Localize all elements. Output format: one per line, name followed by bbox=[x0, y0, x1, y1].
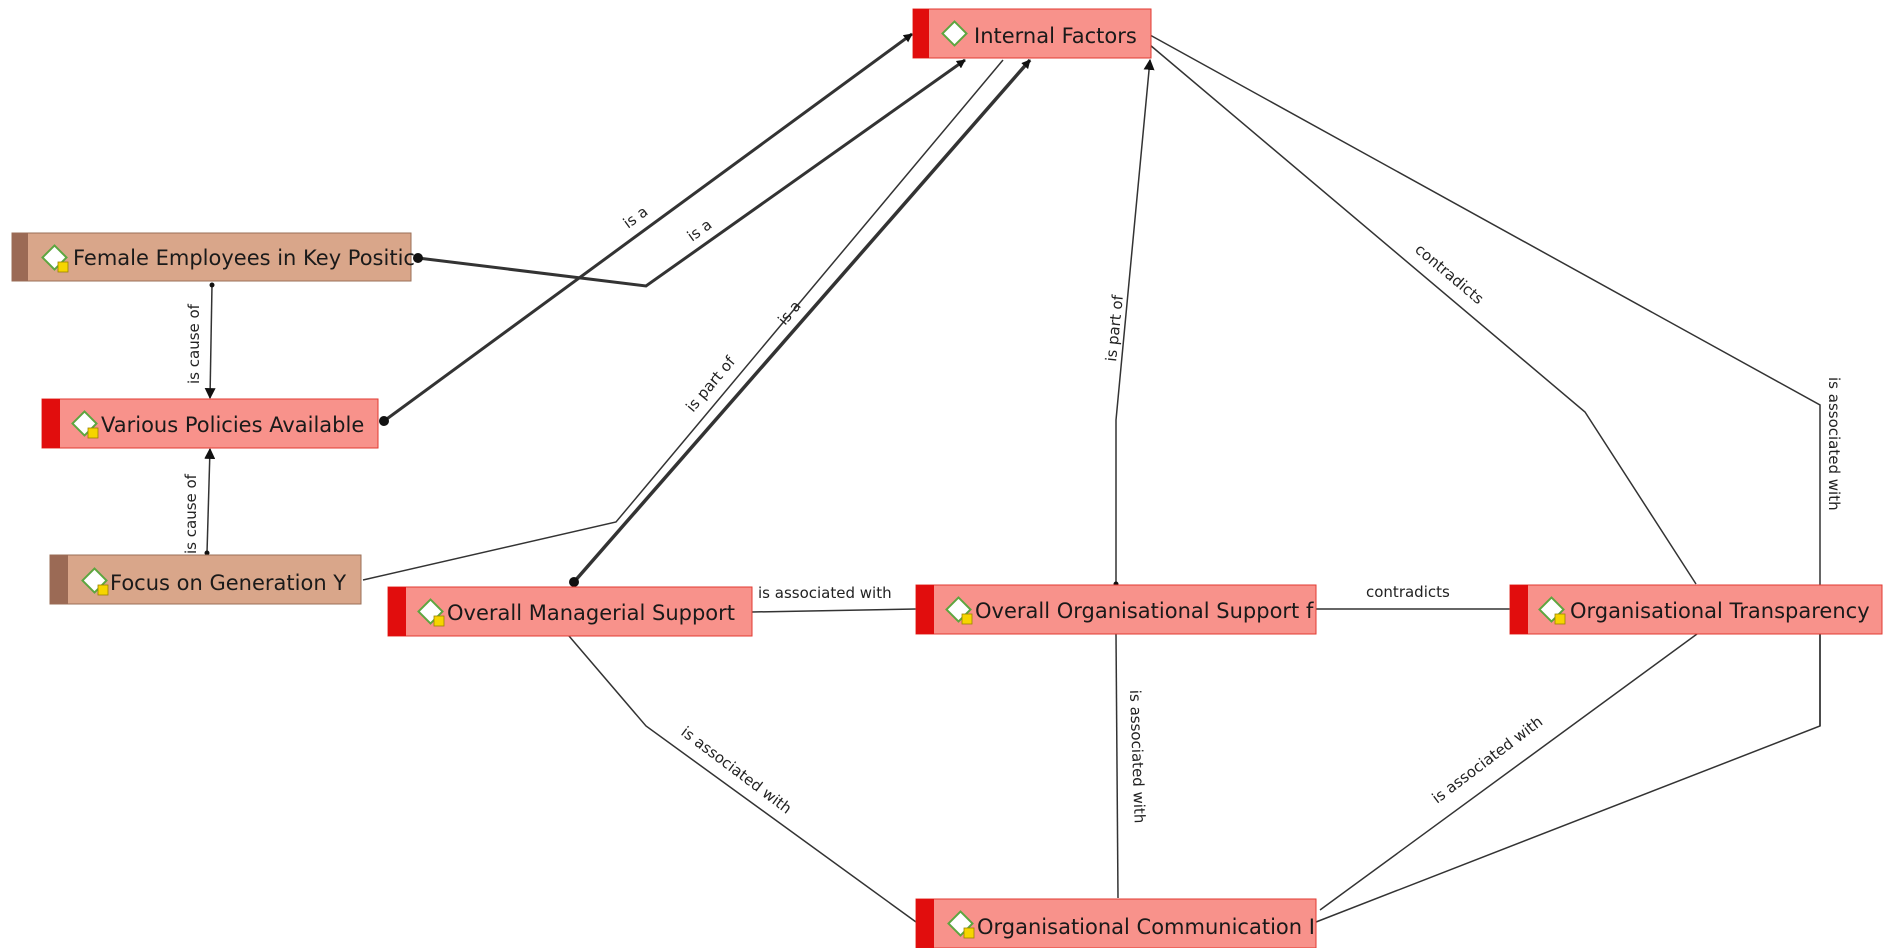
node-various-policies[interactable]: Various Policies Available bbox=[41, 398, 379, 449]
node-organisational-communication[interactable]: Organisational Communication I bbox=[915, 898, 1317, 948]
edge-internal-factors-transparency[interactable] bbox=[1149, 44, 1697, 585]
node-label: Organisational Transparency bbox=[1570, 599, 1870, 623]
node-label: Focus on Generation Y bbox=[110, 571, 346, 595]
code-icon bbox=[417, 598, 445, 627]
node-overall-managerial-support[interactable]: Overall Managerial Support bbox=[387, 586, 753, 637]
code-icon bbox=[947, 910, 975, 939]
code-icon bbox=[941, 20, 968, 47]
edge-labels-layer: is a is a is part of is a is cause of is… bbox=[182, 202, 1843, 823]
edge-label: is cause of bbox=[185, 303, 203, 384]
memo-icon bbox=[97, 584, 109, 596]
edge-label: is associated with bbox=[1126, 690, 1149, 824]
node-label: Various Policies Available bbox=[101, 413, 364, 437]
memo-icon bbox=[433, 615, 445, 627]
edge-label: is associated with bbox=[1825, 377, 1843, 511]
edge-label: is associated with bbox=[678, 723, 796, 818]
memo-icon bbox=[57, 261, 69, 273]
edge-internal-factors-communication[interactable] bbox=[1149, 34, 1821, 923]
node-female-employees[interactable]: Female Employees in Key Positic bbox=[11, 232, 415, 282]
node-label: Organisational Communication I bbox=[977, 915, 1315, 939]
edge-start-dot bbox=[569, 577, 579, 587]
edge-label: is part of bbox=[1102, 293, 1127, 362]
memo-icon bbox=[961, 613, 973, 625]
edge-managerial-internal-factors[interactable] bbox=[572, 58, 1032, 584]
node-label: Overall Managerial Support bbox=[447, 601, 735, 625]
edge-transparency-communication[interactable] bbox=[1319, 633, 1698, 911]
code-icon bbox=[1538, 596, 1566, 625]
edge-label: contradicts bbox=[1366, 583, 1450, 601]
node-focus-gen-y[interactable]: Focus on Generation Y bbox=[49, 554, 362, 605]
node-internal-factors[interactable]: Internal Factors bbox=[912, 8, 1152, 59]
edge-managerial-communication[interactable] bbox=[568, 635, 917, 923]
edge-start-dot bbox=[379, 416, 389, 426]
code-icon bbox=[945, 596, 973, 625]
edge-female-employees-internal-factors[interactable] bbox=[417, 58, 966, 288]
edge-focus-gen-y-various-policies[interactable] bbox=[204, 447, 216, 554]
edge-start-dot bbox=[204, 550, 210, 556]
memo-icon bbox=[1554, 613, 1566, 625]
edge-label: is associated with bbox=[758, 584, 892, 602]
node-organisational-transparency[interactable]: Organisational Transparency bbox=[1509, 584, 1883, 635]
edges-layer bbox=[204, 32, 1821, 923]
nodes-layer: Internal Factors Female Employees in Key… bbox=[11, 8, 1883, 948]
edge-label: is cause of bbox=[182, 473, 200, 554]
edge-organisational-support-internal-factors[interactable] bbox=[1115, 58, 1155, 584]
edge-focus-gen-y-internal-factors[interactable] bbox=[362, 59, 1004, 581]
node-label: Internal Factors bbox=[974, 24, 1137, 48]
memo-icon bbox=[87, 427, 99, 439]
edge-start-dot bbox=[413, 253, 423, 263]
edge-label: is associated with bbox=[1429, 712, 1547, 807]
code-icon bbox=[71, 410, 99, 439]
code-icon bbox=[41, 244, 69, 273]
edge-various-policies-internal-factors[interactable] bbox=[383, 32, 913, 423]
code-icon bbox=[81, 567, 109, 596]
edge-start-dot bbox=[209, 282, 215, 288]
edge-managerial-organisational-support[interactable] bbox=[751, 608, 917, 613]
memo-icon bbox=[963, 927, 975, 939]
edge-organisational-support-communication[interactable] bbox=[1115, 633, 1119, 899]
node-label: Female Employees in Key Positic bbox=[73, 246, 415, 270]
node-label: Overall Organisational Support f bbox=[975, 599, 1314, 623]
node-overall-organisational-support[interactable]: Overall Organisational Support f bbox=[915, 584, 1317, 635]
edge-female-employees-various-policies[interactable] bbox=[204, 284, 216, 400]
